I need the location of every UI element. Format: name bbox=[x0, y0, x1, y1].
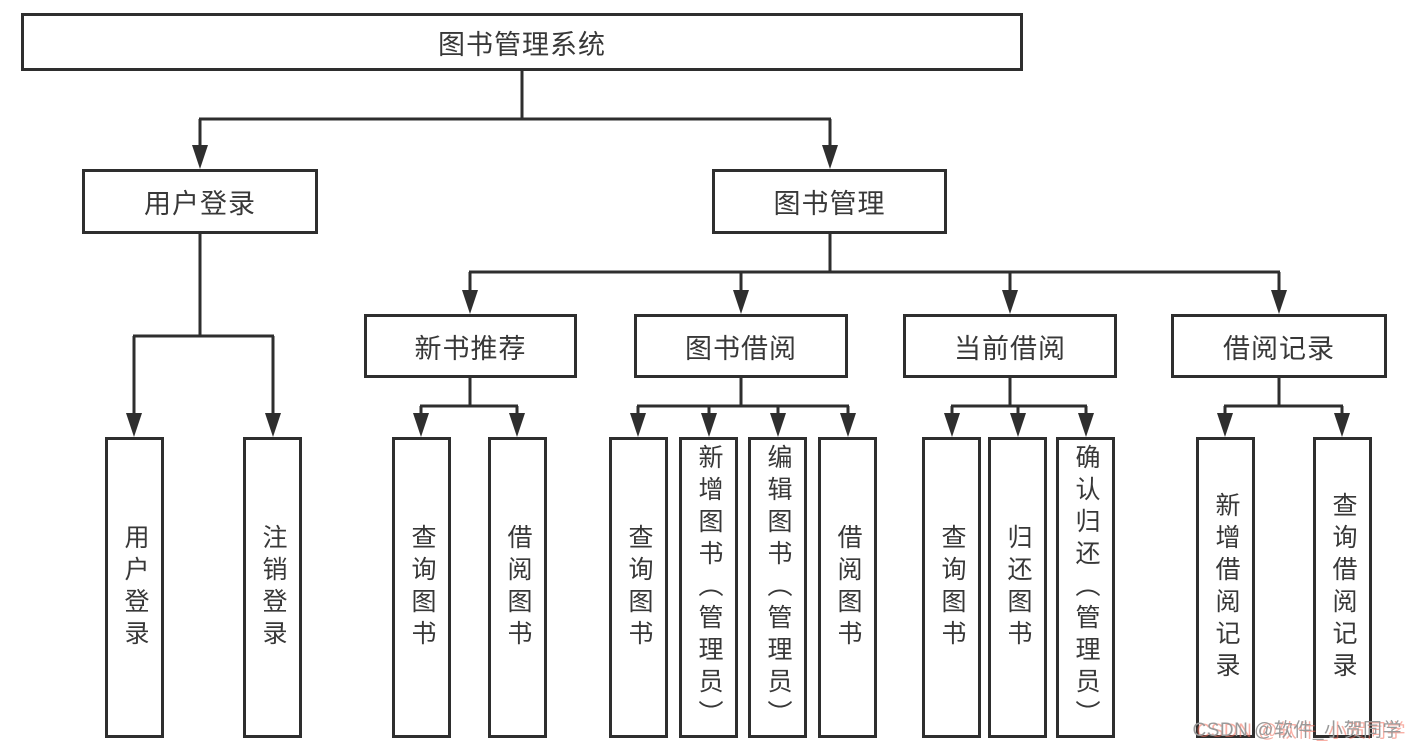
node-new-book-recommend: 新书推荐 bbox=[364, 314, 577, 378]
csdn-watermark: CSDN @软件_小贺同学 bbox=[1192, 720, 1402, 741]
leaf-record-query-label: 查询借阅记录 bbox=[1329, 491, 1357, 684]
leaf-record-add: 新增借阅记录 bbox=[1196, 437, 1255, 738]
node-current-borrow: 当前借阅 bbox=[903, 314, 1117, 378]
leaf-borrow-add-admin-label: 新增图书（管理员） bbox=[695, 443, 723, 732]
leaf-newbook-borrow-label: 借阅图书 bbox=[504, 523, 532, 652]
leaf-borrow-edit-admin-label: 编辑图书（管理员） bbox=[764, 443, 792, 732]
leaf-current-query: 查询图书 bbox=[922, 437, 981, 738]
leaf-user-login-label: 用户登录 bbox=[121, 523, 149, 652]
node-book-management-label: 图书管理 bbox=[773, 189, 886, 219]
leaf-borrow-query-label: 查询图书 bbox=[625, 523, 653, 652]
leaf-borrow-query: 查询图书 bbox=[609, 437, 668, 738]
node-current-borrow-label: 当前借阅 bbox=[954, 333, 1066, 364]
leaf-current-confirm-admin: 确认归还（管理员） bbox=[1056, 437, 1115, 738]
leaf-newbook-query: 查询图书 bbox=[392, 437, 451, 738]
node-book-borrow: 图书借阅 bbox=[634, 314, 848, 378]
leaf-logout: 注销登录 bbox=[243, 437, 302, 738]
leaf-borrow-add-admin: 新增图书（管理员） bbox=[679, 437, 738, 738]
leaf-borrow-edit-admin: 编辑图书（管理员） bbox=[748, 437, 807, 738]
leaf-logout-label: 注销登录 bbox=[259, 523, 287, 652]
leaf-borrow-book-label: 借阅图书 bbox=[834, 523, 862, 652]
leaf-current-confirm-admin-label: 确认归还（管理员） bbox=[1072, 443, 1100, 732]
leaf-current-query-label: 查询图书 bbox=[938, 523, 966, 652]
node-new-book-recommend-label: 新书推荐 bbox=[414, 333, 527, 364]
leaf-current-return-label: 归还图书 bbox=[1004, 523, 1032, 652]
leaf-newbook-borrow: 借阅图书 bbox=[488, 437, 547, 738]
node-root-label: 图书管理系统 bbox=[438, 29, 606, 60]
leaf-borrow-book: 借阅图书 bbox=[818, 437, 877, 738]
leaf-current-return: 归还图书 bbox=[988, 437, 1047, 738]
leaf-user-login: 用户登录 bbox=[105, 437, 164, 738]
node-root: 图书管理系统 bbox=[21, 13, 1023, 71]
node-borrow-records: 借阅记录 bbox=[1171, 314, 1387, 378]
node-book-management: 图书管理 bbox=[712, 169, 947, 234]
node-user-login-label: 用户登录 bbox=[144, 189, 256, 219]
node-borrow-records-label: 借阅记录 bbox=[1223, 333, 1335, 364]
node-user-login: 用户登录 bbox=[82, 169, 318, 234]
node-book-borrow-label: 图书借阅 bbox=[685, 333, 797, 364]
leaf-newbook-query-label: 查询图书 bbox=[408, 523, 436, 652]
leaf-record-query: 查询借阅记录 bbox=[1313, 437, 1372, 738]
leaf-record-add-label: 新增借阅记录 bbox=[1212, 491, 1240, 684]
